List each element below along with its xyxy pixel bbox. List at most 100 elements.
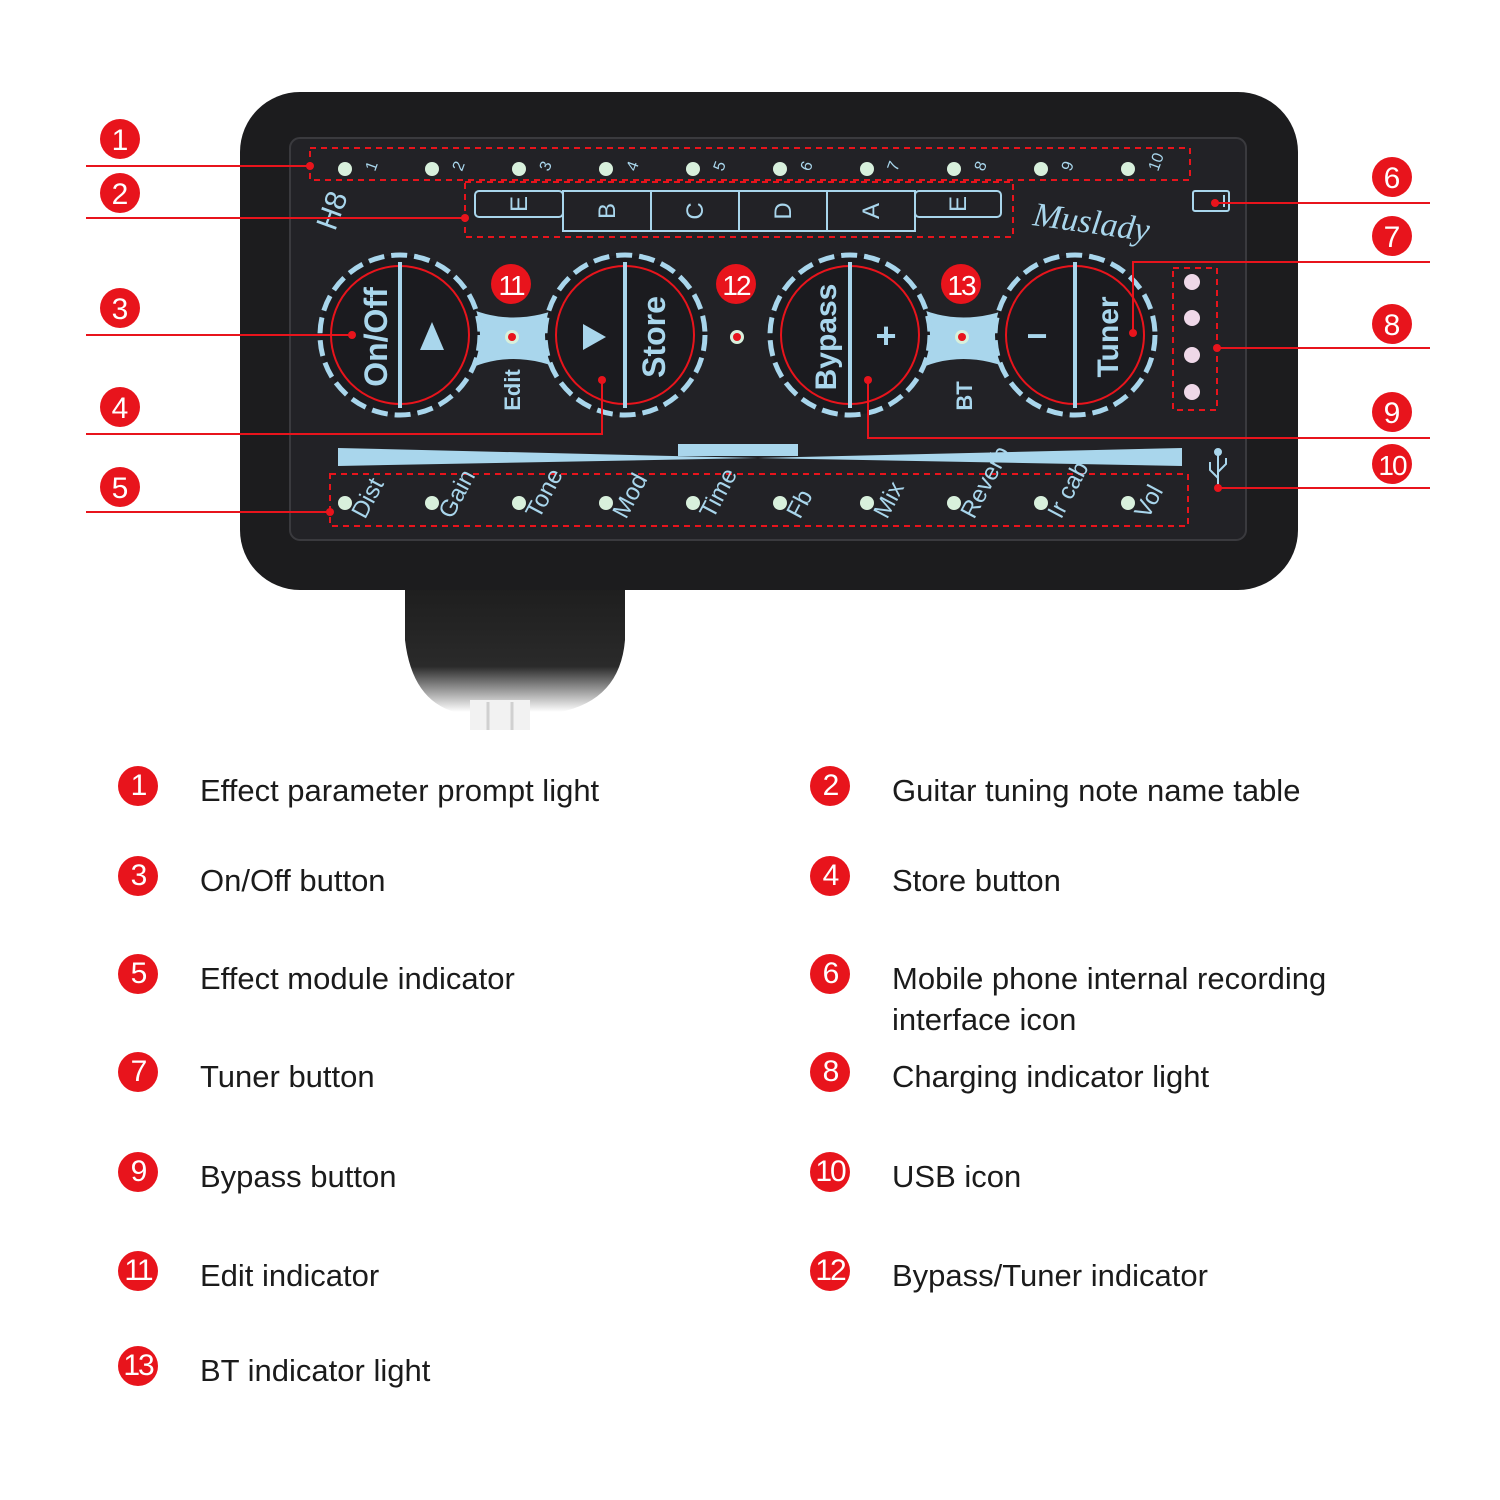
callout-badge	[716, 264, 756, 304]
callout-badge	[100, 288, 140, 328]
param-led	[947, 162, 961, 176]
charging-leds	[1184, 274, 1200, 400]
legend-badge: 2	[810, 766, 850, 806]
callout-badge	[491, 264, 531, 304]
callout-badge	[100, 467, 140, 507]
legend-text: Tuner button	[200, 1059, 375, 1094]
legend-text: Store button	[892, 863, 1061, 898]
right-arrow-icon	[583, 324, 606, 350]
param-led	[1034, 162, 1048, 176]
callout-number: 10	[1378, 450, 1407, 481]
param-led	[338, 162, 352, 176]
legend-badge: 11	[118, 1251, 158, 1291]
store-label: Store	[636, 296, 672, 378]
legend-item: 6 Mobile phone internal recording interfa…	[810, 954, 1372, 1040]
callout-number: 8	[1384, 309, 1401, 342]
legend-text: Guitar tuning note name table	[892, 773, 1301, 808]
legend-text: BT indicator light	[200, 1353, 431, 1388]
legend-text: Mobile phone internal recording interfac…	[892, 961, 1327, 1037]
legend-text: Effect parameter prompt light	[200, 773, 600, 808]
callout-badge	[1372, 392, 1412, 432]
store-button[interactable]: Store	[542, 252, 708, 418]
callout-number: 2	[112, 178, 129, 211]
module-led-box	[329, 473, 1189, 527]
phone-recording-icon	[1192, 190, 1230, 212]
callout-number: 6	[1384, 162, 1401, 195]
bypass-label: Bypass	[810, 284, 843, 391]
legend-text: Bypass/Tuner indicator	[892, 1258, 1208, 1293]
note-cell	[914, 190, 1002, 218]
callout-badge	[1372, 304, 1412, 344]
note-name: A	[858, 203, 885, 219]
module-led	[425, 496, 439, 510]
legend-item: 10 USB icon	[810, 1152, 1372, 1197]
legend-text: USB icon	[892, 1159, 1022, 1194]
tuner-label: Tuner	[1092, 296, 1125, 377]
callout-number: 9	[1384, 397, 1401, 430]
legend-text: On/Off button	[200, 863, 386, 898]
legend-badge: 3	[118, 856, 158, 896]
legend-badge: 9	[118, 1152, 158, 1192]
plus-label: +	[875, 315, 896, 356]
callout-number: 12	[722, 270, 751, 301]
param-led	[773, 162, 787, 176]
callout-dots	[306, 162, 1222, 516]
up-arrow-icon	[420, 322, 444, 350]
module-led	[599, 496, 613, 510]
onoff-button[interactable]: On/Off	[317, 252, 483, 418]
param-led	[1121, 162, 1135, 176]
legend-badge: 12	[810, 1251, 850, 1291]
note-name: B	[594, 203, 621, 219]
legend-badge: 13	[118, 1346, 158, 1386]
param-led	[599, 162, 613, 176]
jack-plug	[405, 560, 625, 730]
module-led	[512, 496, 526, 510]
callout-badge	[1372, 216, 1412, 256]
module-led	[947, 496, 961, 510]
legend-badge: 8	[810, 1052, 850, 1092]
legend-item: 3 On/Off button	[118, 856, 680, 901]
callout-number: 4	[112, 392, 129, 425]
legend-badge: 4	[810, 856, 850, 896]
callout-number: 1	[112, 124, 129, 157]
module-led	[1034, 496, 1048, 510]
legend-badge: 6	[810, 954, 850, 994]
note-name: E	[945, 196, 972, 212]
note-name: D	[770, 202, 797, 219]
tuner-button[interactable]: − Tuner	[992, 252, 1158, 418]
legend-item: 2 Guitar tuning note name table	[810, 766, 1372, 811]
callout-badge	[941, 264, 981, 304]
device-panel	[289, 137, 1247, 541]
callout-number: 7	[1384, 221, 1401, 254]
note-table-box	[464, 181, 1014, 238]
charging-led-box	[1172, 267, 1218, 411]
note-name: E	[506, 196, 533, 212]
callout-number: 5	[112, 472, 129, 505]
legend-text: Bypass button	[200, 1159, 397, 1194]
param-led-number: 10	[1146, 151, 1168, 174]
bypass-button[interactable]: Bypass +	[767, 252, 933, 418]
callout-badge	[1372, 157, 1412, 197]
legend-item: 9 Bypass button	[118, 1152, 680, 1197]
edit-label: Edit	[500, 369, 525, 411]
callout-badge	[100, 173, 140, 213]
usb-icon	[1209, 448, 1227, 486]
callout-badge	[100, 119, 140, 159]
legend-badge: 5	[118, 954, 158, 994]
onoff-label: On/Off	[358, 287, 394, 387]
legend-badge: 10	[810, 1152, 850, 1192]
note-name: C	[682, 202, 709, 219]
minus-label: −	[1026, 315, 1047, 356]
param-led	[425, 162, 439, 176]
module-led	[860, 496, 874, 510]
module-led	[1121, 496, 1135, 510]
